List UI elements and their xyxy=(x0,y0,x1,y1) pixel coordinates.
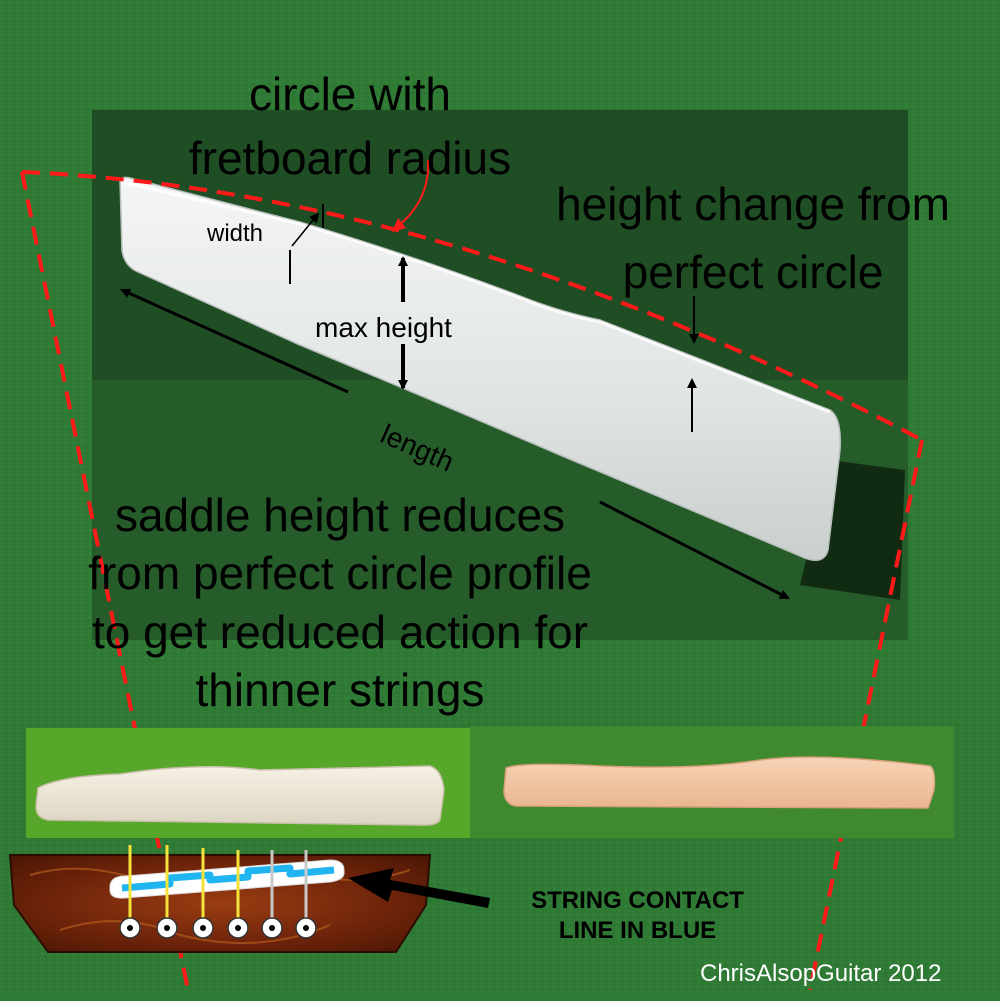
circle-radius-label: circle with fretboard radius xyxy=(188,68,512,185)
radius-pointer xyxy=(397,159,430,227)
ivory-saddle xyxy=(35,765,445,826)
contact-pointer-arrow xyxy=(348,868,490,908)
max-height-label: max height xyxy=(315,312,452,343)
length-arrow-right xyxy=(599,500,790,600)
red-dashed-guides xyxy=(20,170,924,991)
bridge-pin-centers xyxy=(127,925,309,931)
string-contact-line xyxy=(121,864,335,892)
main-saddle-top-edge xyxy=(121,180,831,414)
length-arrow-left xyxy=(120,288,349,394)
saddle-note-label: saddle height reduces from perfect circl… xyxy=(88,489,592,717)
height-change-label: height change from perfect circle xyxy=(556,178,950,299)
width-arrow xyxy=(291,212,320,247)
string-contact-label: STRING CONTACT LINE IN BLUE xyxy=(531,887,744,944)
width-label: width xyxy=(207,220,264,247)
bridge-strings xyxy=(128,845,308,925)
credit-label: ChrisAlsopGuitar 2012 xyxy=(700,960,942,987)
radius-pointer-head xyxy=(392,218,406,232)
pink-saddle xyxy=(503,756,936,809)
main-saddle xyxy=(119,176,842,561)
